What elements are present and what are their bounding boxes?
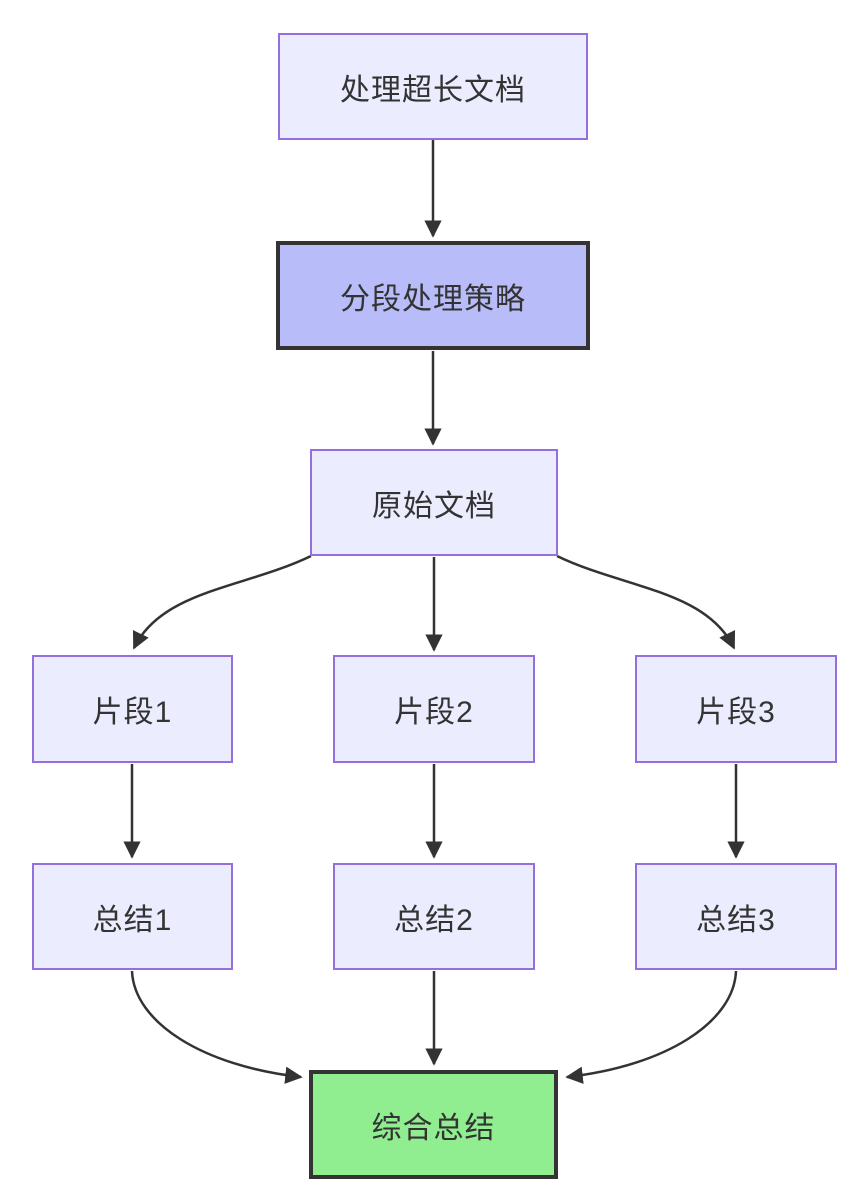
edge-C-D1 — [132, 554, 312, 650]
node-label: 处理超长文档 — [340, 73, 526, 107]
node-label: 分段处理策略 — [340, 282, 526, 316]
node-summary-3: 总结3 — [635, 863, 837, 970]
node-label: 片段3 — [696, 696, 776, 729]
node-summary-2: 总结2 — [333, 863, 535, 970]
edge-E3-F — [565, 970, 738, 1084]
node-process-long-document: 处理超长文档 — [278, 33, 588, 140]
node-summary-1: 总结1 — [32, 863, 233, 970]
node-combined-summary: 综合总结 — [309, 1070, 558, 1179]
node-segment-strategy: 分段处理策略 — [276, 241, 590, 350]
node-fragment-2: 片段2 — [333, 655, 535, 763]
node-label: 综合总结 — [371, 1111, 496, 1145]
node-label: 片段2 — [394, 696, 474, 729]
node-label: 原始文档 — [372, 489, 496, 523]
node-label: 片段1 — [92, 696, 173, 729]
node-fragment-3: 片段3 — [635, 655, 837, 763]
edge-E1-F — [130, 970, 303, 1084]
node-label: 总结1 — [92, 903, 173, 937]
node-original-document: 原始文档 — [310, 449, 558, 556]
edge-C-D3 — [556, 554, 736, 650]
node-label: 总结3 — [696, 903, 776, 937]
node-fragment-1: 片段1 — [32, 655, 233, 763]
node-label: 总结2 — [394, 903, 474, 937]
